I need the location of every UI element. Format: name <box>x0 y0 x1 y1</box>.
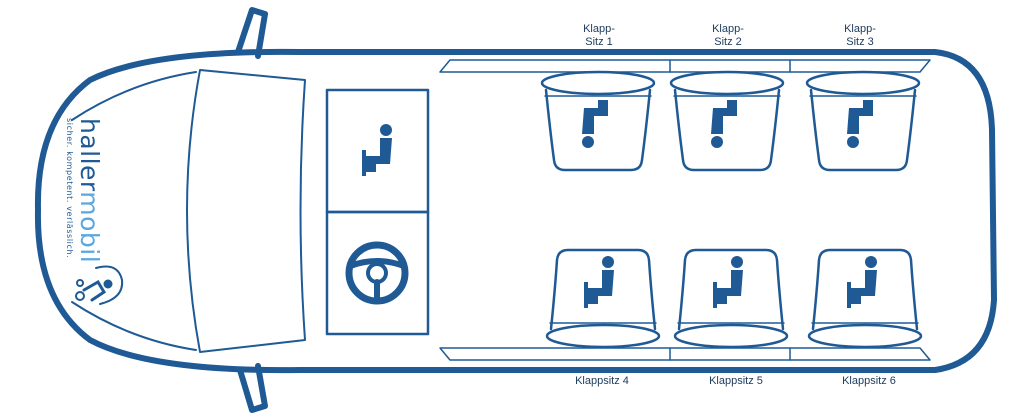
seat-label-6: Klappsitz 6 <box>842 375 896 387</box>
seated-person-icon <box>713 256 743 308</box>
seated-person-icon <box>362 124 392 176</box>
steering-wheel-icon <box>345 241 409 305</box>
seat-label-3: Klapp-Sitz 3 <box>844 23 876 48</box>
van-body-outline <box>34 48 997 374</box>
seated-person-icon <box>711 100 737 148</box>
folding-seat-6 <box>807 248 923 349</box>
folding-seat-5 <box>673 248 789 349</box>
brand-emblem <box>75 265 124 305</box>
seated-person-icon <box>847 256 877 308</box>
side-rail-bottom <box>439 347 931 361</box>
seat-label-2: Klapp-Sitz 2 <box>712 23 744 48</box>
driver-seat <box>325 210 430 336</box>
brand-logo: hallermobil sicher. kompetent. verlässli… <box>64 118 104 264</box>
seat-label-4: Klappsitz 4 <box>575 375 629 387</box>
side-rail-top <box>439 59 931 73</box>
brand-wordmark: hallermobil <box>75 118 104 264</box>
mirror-top <box>235 7 268 59</box>
seat-label-5: Klappsitz 5 <box>709 375 763 387</box>
folding-seat-4 <box>545 248 661 349</box>
brand-tagline: sicher. kompetent. verlässlich. <box>65 118 74 259</box>
folding-seat-2 <box>669 70 785 172</box>
front-passenger-seat <box>325 88 430 214</box>
folding-seat-1 <box>540 70 656 172</box>
seated-person-icon <box>847 100 873 148</box>
seat-label-1: Klapp-Sitz 1 <box>583 23 615 48</box>
hood-line <box>71 301 197 351</box>
seated-person-icon <box>582 100 608 148</box>
windshield <box>186 69 306 353</box>
mirror-bottom <box>237 363 268 413</box>
seated-person-icon <box>584 256 614 308</box>
folding-seat-3 <box>805 70 921 172</box>
hood-line <box>71 71 197 121</box>
